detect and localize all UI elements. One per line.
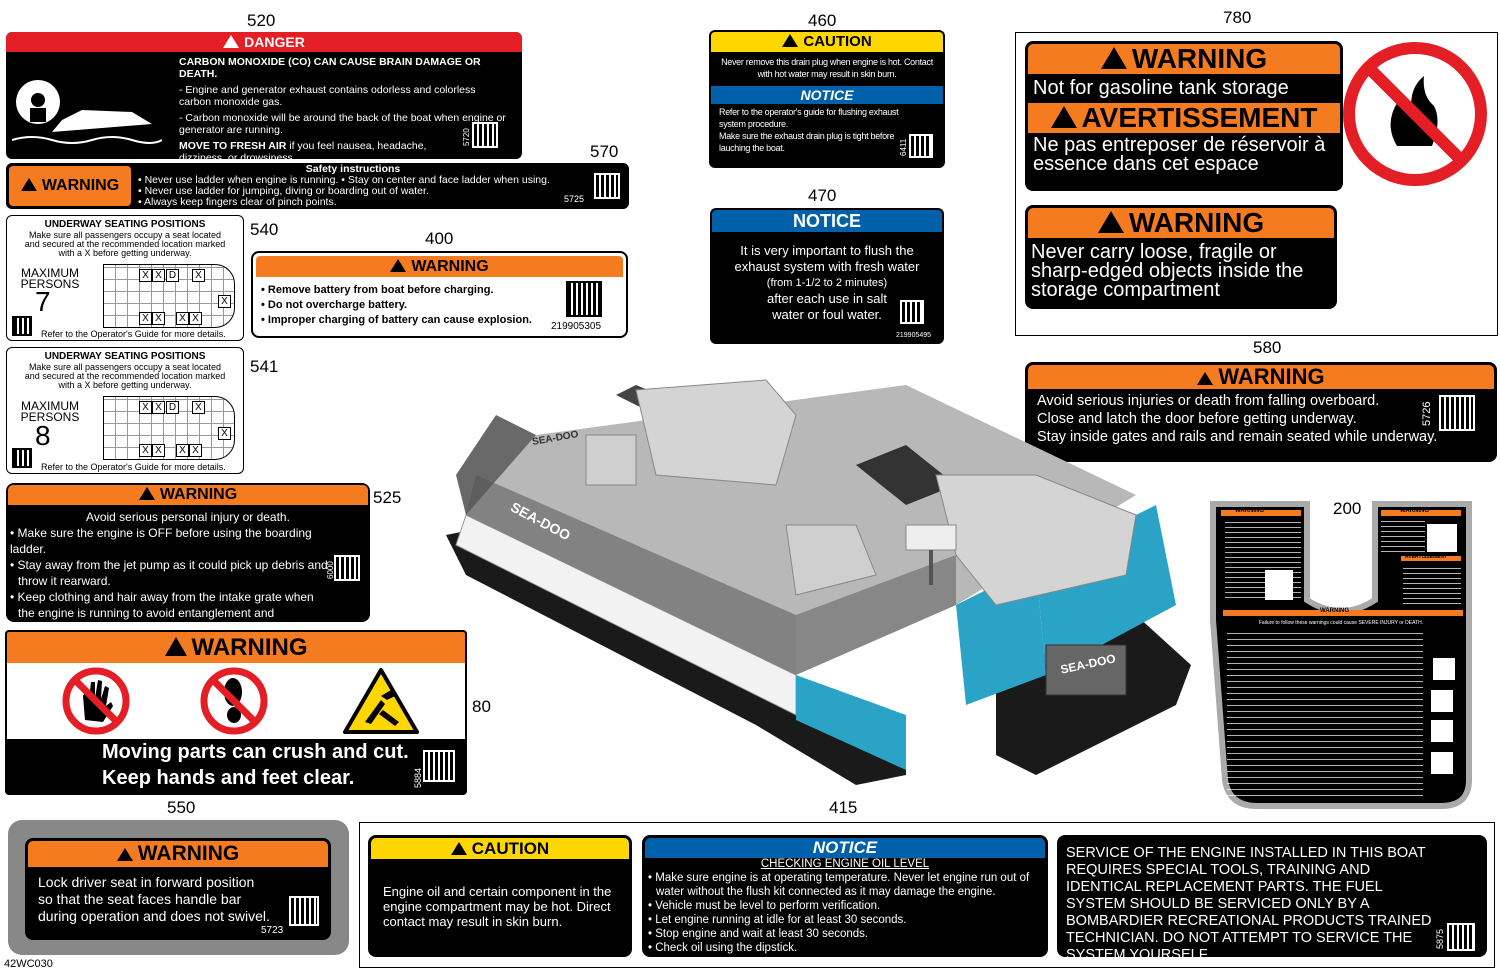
label-780-warning-fr: WARNING Not for gasoline tank storage AV… xyxy=(1025,41,1343,191)
label-460-caution: CAUTION Never remove this drain plug whe… xyxy=(709,30,945,168)
part-number-525: 525 xyxy=(373,488,402,507)
qr-code xyxy=(566,281,602,317)
warning-header: WARNING xyxy=(8,485,368,505)
alert-icon xyxy=(164,637,187,656)
qr-code xyxy=(423,750,455,782)
qr-code xyxy=(594,173,620,199)
part-number-400: 400 xyxy=(425,229,454,248)
part-number-460: 460 xyxy=(808,11,837,30)
no-flame-icon xyxy=(1342,41,1488,187)
alert-icon xyxy=(1050,106,1077,128)
part-number-570: 570 xyxy=(590,142,619,161)
label-541-seating: UNDERWAY SEATING POSITIONS Make sure all… xyxy=(6,347,244,474)
alert-icon xyxy=(223,35,240,48)
label-580-warning: WARNING Avoid serious injuries or death … xyxy=(1025,362,1497,462)
qr-code xyxy=(900,300,924,324)
part-number-200: 200 xyxy=(1333,499,1362,518)
avertissement-header: AVERTISSEMENT xyxy=(1028,103,1340,133)
part-number-415: 415 xyxy=(829,798,858,817)
caution-header: CAUTION xyxy=(371,838,629,859)
label-415-frame: CAUTION Engine oil and certain component… xyxy=(359,822,1495,968)
co-boat-pictogram xyxy=(11,62,163,150)
figure-code: 42WC030 xyxy=(4,958,53,970)
decal-text-lines xyxy=(1227,630,1423,796)
notice-header: NOTICE xyxy=(711,86,943,104)
notice-header: NOTICE xyxy=(645,838,1045,858)
alert-icon xyxy=(1097,211,1124,233)
part-number-540: 540 xyxy=(250,220,279,239)
decal-text-lines xyxy=(1381,520,1425,552)
label-80-warning: WARNING Moving parts can crush and cut. … xyxy=(5,630,467,795)
qr-code xyxy=(1447,923,1475,951)
qr-code xyxy=(334,555,360,581)
warning-header: WARNING xyxy=(1028,44,1340,74)
caution-header: CAUTION xyxy=(711,32,943,52)
boat-illustration: SEA-DOO SEA-DOO SEA-DOO xyxy=(436,375,1211,795)
label-415-service: SERVICE OF THE ENGINE INSTALLED IN THIS … xyxy=(1057,835,1487,963)
alert-icon xyxy=(450,842,467,855)
crush-hazard-icon xyxy=(341,666,421,741)
pictogram-panel xyxy=(7,663,465,739)
part-number-520: 520 xyxy=(247,11,276,30)
label-470-notice: NOTICE It is very important to flush the… xyxy=(710,208,944,344)
qr-code xyxy=(289,896,319,926)
label-570-warning: WARNING Safety instructions • Never use … xyxy=(6,163,629,209)
label-780-warning-objects: WARNING Never carry loose, fragile or sh… xyxy=(1025,205,1337,309)
label-200-decal: WARNING WARNING AVERTISSEMENT WARNING Fa… xyxy=(1205,500,1477,812)
qr-code xyxy=(1439,395,1475,431)
label-550-warning: WARNING Lock driver seat in forward posi… xyxy=(25,838,331,940)
qr-code xyxy=(909,134,933,158)
warning-header: WARNING xyxy=(7,632,465,663)
label-540-seating: UNDERWAY SEATING POSITIONS Make sure all… xyxy=(6,215,244,341)
qr-code xyxy=(472,122,498,148)
alert-icon xyxy=(782,34,799,47)
part-number-470: 470 xyxy=(808,186,837,205)
part-number-80: 80 xyxy=(472,697,491,716)
warning-header: WARNING xyxy=(1028,208,1334,238)
qr-code xyxy=(12,448,32,468)
alert-icon xyxy=(138,487,155,500)
warning-header: WARNING xyxy=(256,256,623,277)
decal-text-lines xyxy=(1225,520,1301,598)
notice-header: NOTICE xyxy=(712,210,942,232)
label-400-warning: WARNING • Remove battery from boat befor… xyxy=(251,251,628,338)
label-415-caution: CAUTION Engine oil and certain component… xyxy=(368,835,632,957)
label-415-notice: NOTICE CHECKING ENGINE OIL LEVEL • Make … xyxy=(642,835,1048,957)
label-550-frame: WARNING Lock driver seat in forward posi… xyxy=(8,820,349,955)
alert-icon xyxy=(1100,47,1127,69)
part-number-580: 580 xyxy=(1253,338,1282,357)
label-520-danger: DANGER CARBON MONOXIDE (CO) CAN CAUSE BR… xyxy=(6,32,522,159)
danger-header: DANGER xyxy=(6,32,522,52)
decal-text-lines xyxy=(1403,564,1461,604)
qr-code xyxy=(12,316,32,336)
no-hand-icon xyxy=(59,666,133,741)
part-number-780: 780 xyxy=(1223,8,1252,27)
alert-icon xyxy=(390,259,407,272)
warning-header: WARNING xyxy=(28,841,328,867)
alert-icon xyxy=(116,848,133,861)
alert-icon xyxy=(1197,372,1214,385)
warning-header: WARNING xyxy=(9,166,131,206)
no-foot-icon xyxy=(197,666,271,741)
warning-header: WARNING xyxy=(1028,365,1494,389)
part-number-550: 550 xyxy=(167,798,196,817)
label-780-frame: WARNING Not for gasoline tank storage AV… xyxy=(1015,32,1498,336)
alert-icon xyxy=(20,178,37,191)
part-number-541: 541 xyxy=(250,357,279,376)
label-525-warning: WARNING Avoid serious personal injury or… xyxy=(6,483,370,622)
